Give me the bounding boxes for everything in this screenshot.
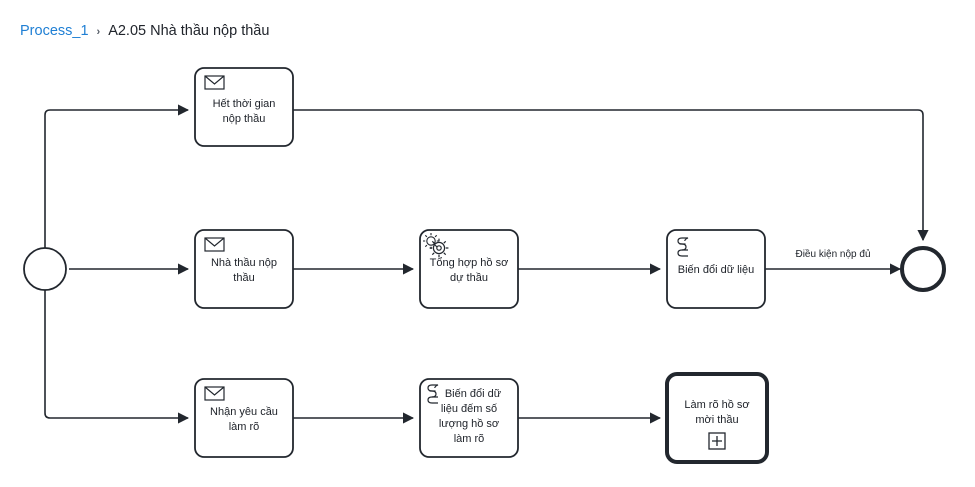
end-event[interactable] <box>900 246 946 292</box>
breadcrumb: Process_1 › A2.05 Nhà thầu nộp thầu <box>20 20 269 42</box>
flow-start-to-nhan-yeu-cau[interactable] <box>44 290 190 424</box>
task-label-line-2: liệu đếm số <box>441 403 497 415</box>
script-icon <box>427 384 439 404</box>
task-label-line-2: mời thầu <box>695 414 738 426</box>
task-box[interactable] <box>419 378 519 458</box>
message-icon <box>204 237 225 252</box>
breadcrumb-root-link[interactable]: Process_1 <box>20 23 89 39</box>
task-box[interactable] <box>194 378 294 458</box>
task-label-line-4: làm rõ <box>454 433 485 445</box>
subprocess-plus-icon <box>708 432 726 450</box>
task-label-line-2: thầu <box>233 272 254 284</box>
task-nhan-yeu-cau-lam-ro[interactable]: Nhận yêu cầu làm rõ <box>194 378 294 458</box>
edge-label-dieu-kien-nop-du: Điều kiện nộp đủ <box>795 248 870 260</box>
call-activity-box[interactable] <box>665 372 769 464</box>
task-label-line-2: dự thầu <box>450 272 488 284</box>
task-bien-doi-du-lieu-dem-so-luong[interactable]: Biến đổi dữ liệu đếm số lượng hồ sơ làm … <box>419 378 519 458</box>
task-label-line-1: Biến đổi dữ <box>445 388 502 400</box>
task-box[interactable] <box>666 229 766 309</box>
task-het-thoi-gian[interactable]: Hết thời gian nộp thầu <box>194 67 294 147</box>
task-label-line-1: Tổng hợp hồ sơ <box>430 257 509 269</box>
flow-het-thoi-gian-to-end[interactable] <box>293 109 929 242</box>
gear-icon <box>423 233 449 258</box>
breadcrumb-current-item: A2.05 Nhà thầu nộp thầu <box>108 23 270 39</box>
task-label-line-1: Biến đổi dữ liệu <box>678 264 754 276</box>
message-icon <box>204 386 225 401</box>
task-bien-doi-du-lieu[interactable]: Biến đổi dữ liệu <box>666 229 766 309</box>
task-nha-thau-nop-thau[interactable]: Nhà thầu nộp thầu <box>194 229 294 309</box>
task-label-line-2: nộp thầu <box>223 113 266 125</box>
task-label-line-1: Nhận yêu cầu <box>210 406 278 418</box>
task-label-line-1: Làm rõ hồ sơ <box>684 399 749 411</box>
start-event[interactable] <box>23 247 67 291</box>
task-tong-hop-ho-so[interactable]: Tổng hợp hồ sơ dự thầu <box>419 229 519 309</box>
task-box[interactable] <box>194 67 294 147</box>
script-icon <box>677 237 689 257</box>
task-label-line-3: lượng hồ sơ <box>439 418 499 430</box>
task-label-line-2: làm rõ <box>229 421 260 433</box>
chevron-right-icon: › <box>96 26 101 38</box>
task-label-line-1: Nhà thầu nộp <box>211 257 277 269</box>
task-lam-ro-ho-so-moi-thau[interactable]: Làm rõ hồ sơ mời thầu <box>665 372 769 464</box>
message-icon <box>204 75 225 90</box>
task-label-line-1: Hết thời gian <box>213 98 276 110</box>
task-box[interactable] <box>194 229 294 309</box>
sequence-flows <box>44 104 929 424</box>
flow-start-to-het-thoi-gian[interactable] <box>44 104 190 248</box>
